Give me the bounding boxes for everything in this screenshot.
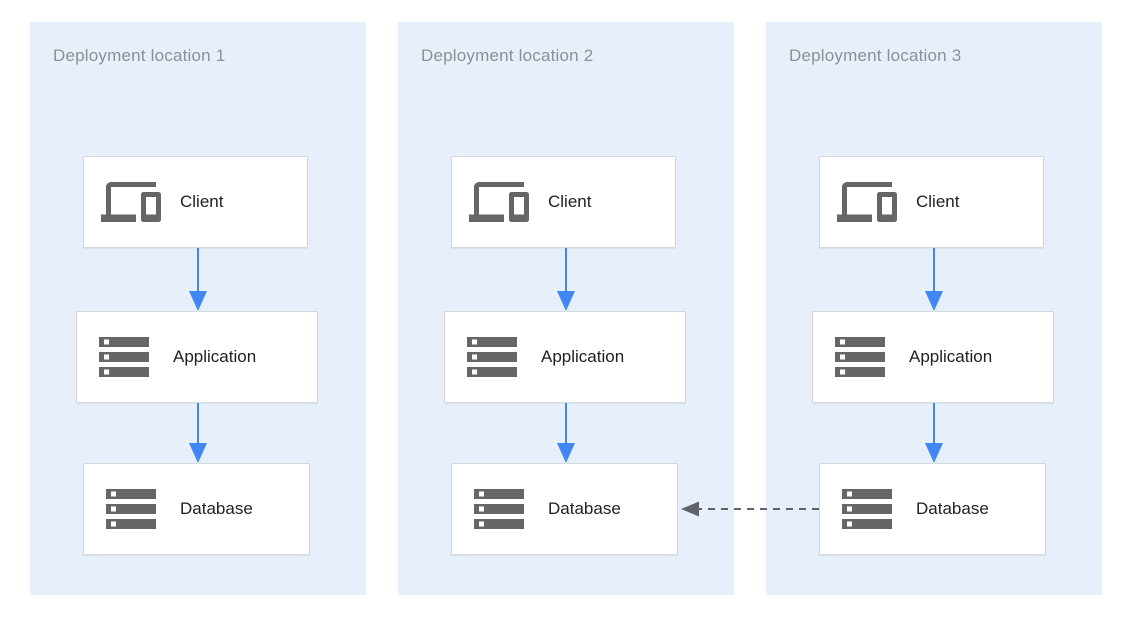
flow-arrow-application-to-database	[189, 403, 207, 463]
node-application: Application	[812, 311, 1054, 403]
node-client: Client	[451, 156, 676, 248]
node-label: Application	[173, 347, 257, 366]
node-label: Client	[548, 192, 592, 211]
panel-title: Deployment location 1	[53, 46, 226, 65]
node-application: Application	[76, 311, 318, 403]
node-label: Client	[180, 192, 224, 211]
panel-deployment-location-2: Deployment location 2 Client Application	[398, 22, 734, 595]
flow-arrow-client-to-application	[557, 248, 575, 311]
server-stack-icon	[94, 327, 154, 387]
flow-arrow-application-to-database	[557, 403, 575, 463]
server-stack-icon	[462, 327, 522, 387]
node-database: Database	[451, 463, 678, 555]
panel-title: Deployment location 2	[421, 46, 594, 65]
devices-icon	[101, 172, 161, 232]
flow-arrow-client-to-application	[189, 248, 207, 311]
devices-icon	[837, 172, 897, 232]
devices-icon	[469, 172, 529, 232]
flow-arrow-application-to-database	[925, 403, 943, 463]
node-label: Database	[548, 499, 621, 518]
node-label: Application	[909, 347, 993, 366]
server-stack-icon	[469, 479, 529, 539]
flow-arrow-client-to-application	[925, 248, 943, 311]
panel-deployment-location-1: Deployment location 1 Client Application	[30, 22, 366, 595]
node-database: Database	[819, 463, 1046, 555]
replication-arrow-database3-to-database2	[681, 501, 819, 517]
node-label: Database	[180, 499, 253, 518]
node-application: Application	[444, 311, 686, 403]
panel-title: Deployment location 3	[789, 46, 962, 65]
panel-deployment-location-3: Deployment location 3 Client Application	[766, 22, 1102, 595]
node-database: Database	[83, 463, 310, 555]
server-stack-icon	[830, 327, 890, 387]
node-label: Application	[541, 347, 625, 366]
server-stack-icon	[101, 479, 161, 539]
node-client: Client	[819, 156, 1044, 248]
node-client: Client	[83, 156, 308, 248]
node-label: Database	[916, 499, 989, 518]
node-label: Client	[916, 192, 960, 211]
server-stack-icon	[837, 479, 897, 539]
